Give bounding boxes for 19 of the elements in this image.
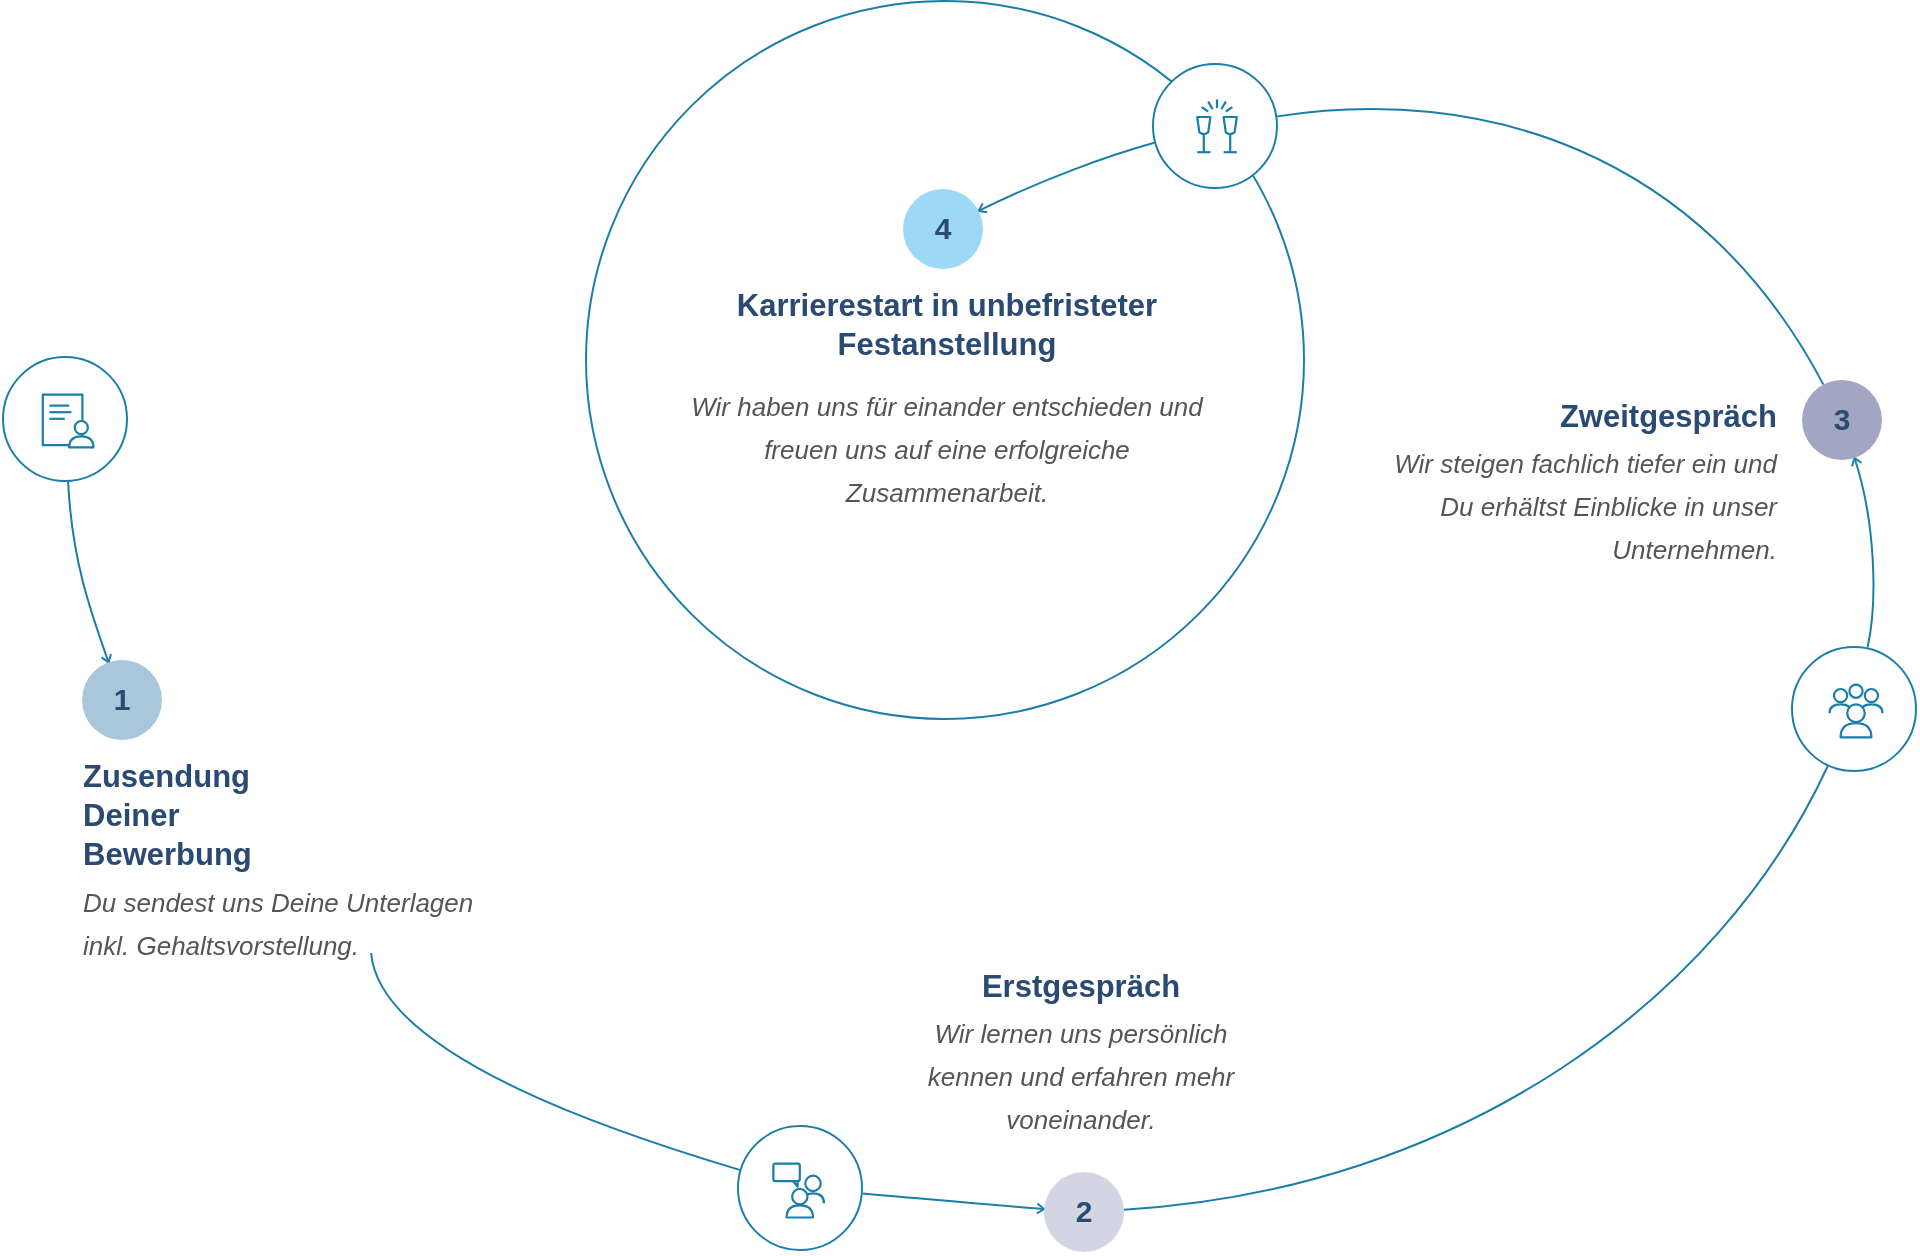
- step-title: Karrierestart in unbefristeter Festanstellung: [735, 287, 1159, 364]
- step-number: 2: [1044, 1172, 1124, 1252]
- step-description: Du sendest uns Deine Unterlagen inkl. Gehaltsvorstellung.: [83, 887, 475, 964]
- step-title: Erstgespräch: [980, 968, 1182, 1006]
- connector-arrow: [861, 1192, 1046, 1215]
- connector-arrow: [1850, 457, 1875, 649]
- connector-arrow: [67, 480, 112, 664]
- step-number: 3: [1802, 380, 1882, 460]
- step-title: Zusendung Deiner Bewerbung: [83, 758, 253, 874]
- connector-arrow: [977, 141, 1156, 214]
- step-description: Wir steigen fachlich tiefer ein und Du erhältst Einblicke in unser Unternehmen.: [1393, 447, 1777, 567]
- step-number: 1: [82, 660, 162, 740]
- connector-line: [1122, 765, 1829, 1211]
- connector-line: [1276, 108, 1825, 386]
- step-number: 4: [903, 189, 983, 269]
- step-description: Wir haben uns für einander entschieden und freuen uns auf eine erfolgreiche Zusammenarbeit.: [690, 391, 1205, 510]
- step-description: Wir lernen uns persönlich kennen und erfahren mehr voneinander.: [926, 1017, 1236, 1137]
- connector-line: [370, 952, 741, 1171]
- step-title: Zweitgespräch: [1558, 398, 1777, 436]
